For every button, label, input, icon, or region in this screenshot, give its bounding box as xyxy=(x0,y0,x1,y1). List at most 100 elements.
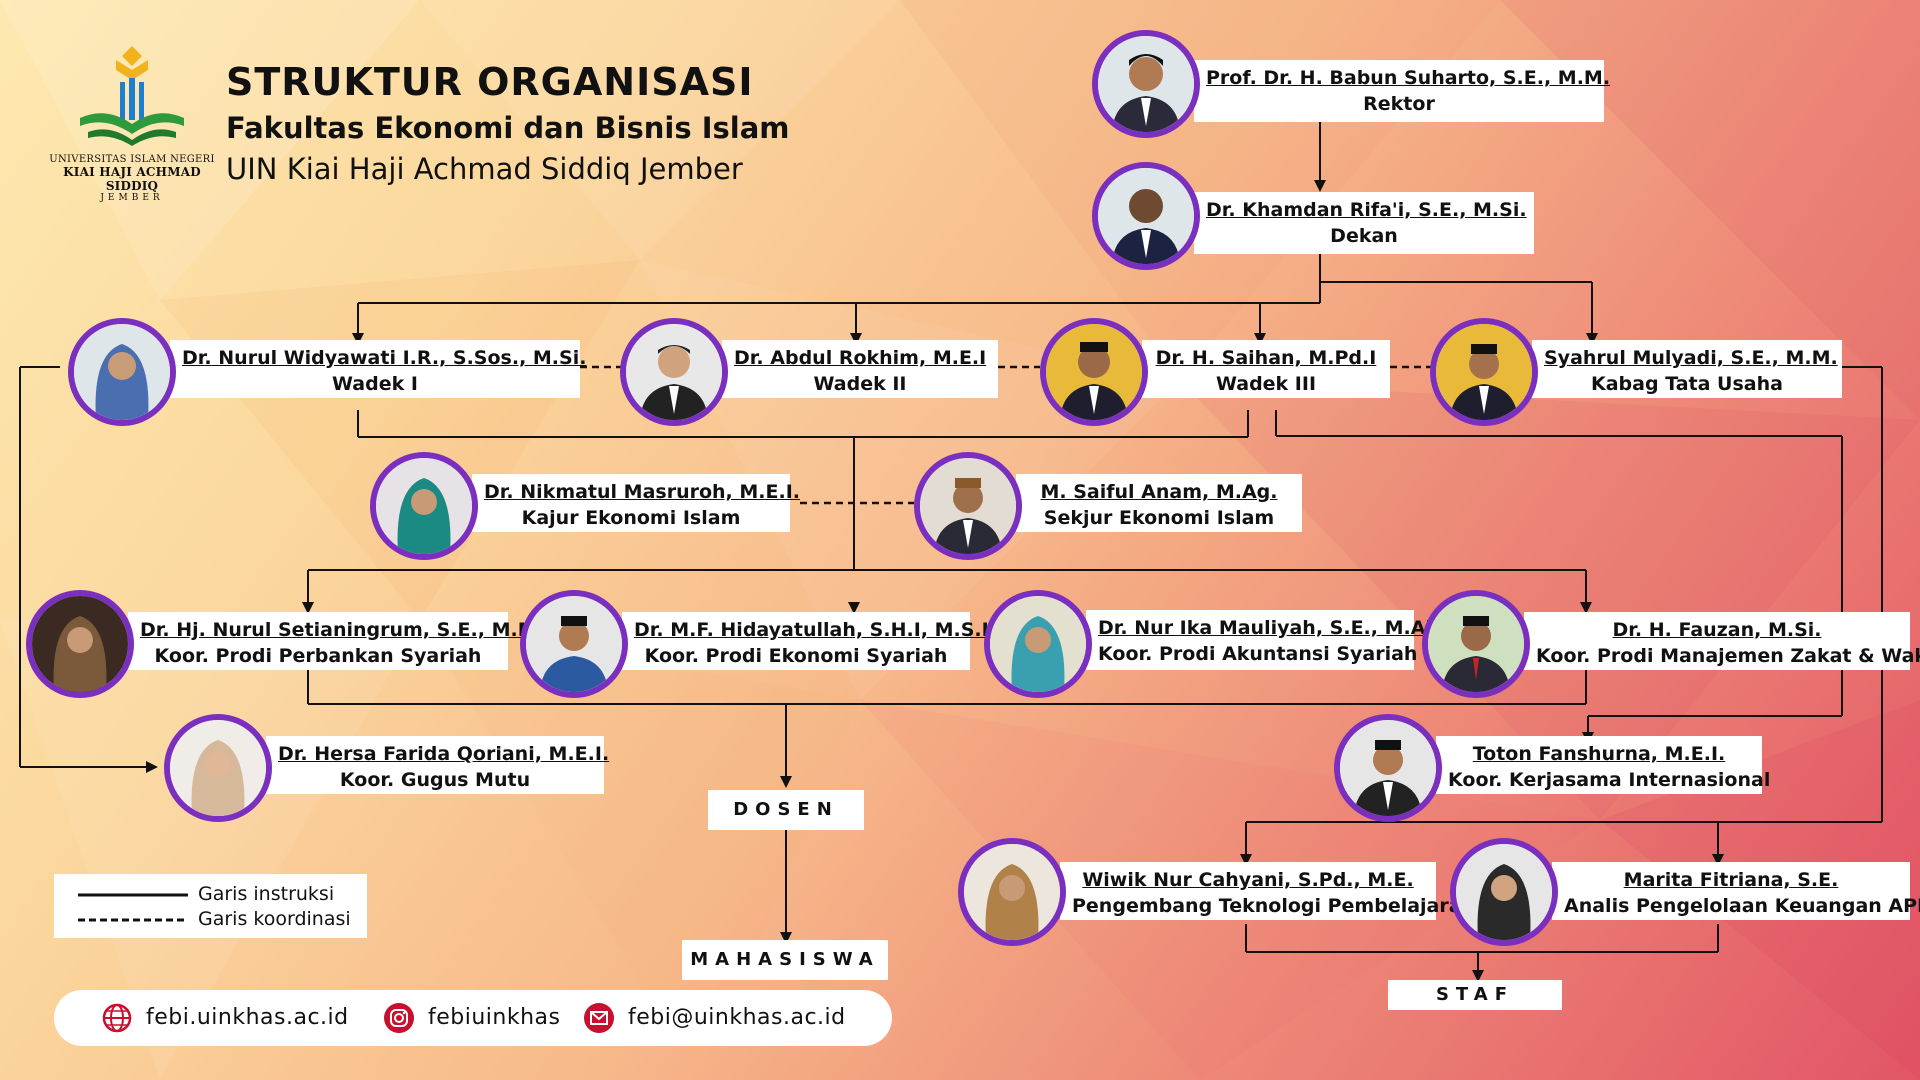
node-kajur-role: Kajur Ekonomi Islam xyxy=(521,507,741,529)
legend-coordination-label: Garis koordinasi xyxy=(198,908,351,930)
person-photo-icon xyxy=(526,596,622,692)
person-photo-icon xyxy=(1428,596,1524,692)
node-kki: Toton Fanshurna, M.E.I. Koor. Kerjasama … xyxy=(1436,736,1771,794)
person-photo-icon xyxy=(1098,168,1194,264)
person-photo-icon xyxy=(1340,720,1436,816)
photo-wadek3 xyxy=(1040,318,1148,426)
node-dekan-name: Dr. Khamdan Rifa'i, S.E., M.Si. xyxy=(1206,199,1527,221)
person-photo-icon xyxy=(170,720,266,816)
node-kps-role: Koor. Prodi Perbankan Syariah xyxy=(154,645,482,667)
node-kps: Dr. Hj. Nurul Setianingrum, S.E., M.M. K… xyxy=(128,612,544,670)
node-wadek2-role: Wadek II xyxy=(813,373,907,395)
photo-ptp xyxy=(958,838,1066,946)
node-kgm-name: Dr. Hersa Farida Qoriani, M.E.I. xyxy=(278,743,610,765)
node-rektor: Prof. Dr. H. Babun Suharto, S.E., M.M. R… xyxy=(1194,60,1611,122)
node-kes-name: Dr. M.F. Hidayatullah, S.H.I, M.S.I. xyxy=(634,619,996,641)
node-kmz: Dr. H. Fauzan, M.Si. Koor. Prodi Manajem… xyxy=(1524,612,1920,670)
instagram-icon xyxy=(384,1003,414,1033)
node-rektor-role: Rektor xyxy=(1363,93,1435,115)
node-ptp-name: Wiwik Nur Cahyani, S.Pd., M.E. xyxy=(1082,869,1414,891)
node-kmz-name: Dr. H. Fauzan, M.Si. xyxy=(1612,619,1822,641)
node-wadek1-role: Wadek I xyxy=(332,373,418,395)
person-photo-icon xyxy=(920,458,1016,554)
photo-kgm xyxy=(164,714,272,822)
person-photo-icon xyxy=(626,324,722,420)
node-kki-name: Toton Fanshurna, M.E.I. xyxy=(1472,743,1726,765)
person-photo-icon xyxy=(32,596,128,692)
node-wadek3-role: Wadek III xyxy=(1215,373,1317,395)
node-kas: Dr. Nur Ika Mauliyah, S.E., M.Ak. Koor. … xyxy=(1086,610,1445,670)
node-wadek1-name: Dr. Nurul Widyawati I.R., S.Sos., M.Si. xyxy=(182,347,587,369)
node-kas-role: Koor. Prodi Akuntansi Syariah xyxy=(1098,643,1418,665)
university-logo: UNIVERSITAS ISLAM NEGERI KIAI HAJI ACHMA… xyxy=(42,40,222,205)
photo-kmz xyxy=(1422,590,1530,698)
photo-rektor xyxy=(1092,30,1200,138)
contact-email-text: febi@uinkhas.ac.id xyxy=(628,1005,846,1030)
photo-kajur xyxy=(370,452,478,560)
node-kabag: Syahrul Mulyadi, S.E., M.M. Kabag Tata U… xyxy=(1532,340,1842,398)
node-ptp: Wiwik Nur Cahyani, S.Pd., M.E. Pengemban… xyxy=(1060,862,1476,920)
legend-coordination: Garis koordinasi xyxy=(78,907,351,931)
title-faculty: Fakultas Ekonomi dan Bisnis Islam xyxy=(226,111,790,145)
box-staf: STAF xyxy=(1388,980,1562,1010)
node-sekjur: M. Saiful Anam, M.Ag. Sekjur Ekonomi Isl… xyxy=(1016,474,1302,532)
node-apk: Marita Fitriana, S.E. Analis Pengelolaan… xyxy=(1552,862,1920,920)
mail-icon xyxy=(584,1003,614,1033)
photo-apk xyxy=(1450,838,1558,946)
node-ptp-role: Pengembang Teknologi Pembelajaran xyxy=(1072,895,1476,917)
node-wadek2-name: Dr. Abdul Rokhim, M.E.I xyxy=(734,347,987,369)
person-photo-icon xyxy=(1046,324,1142,420)
photo-wadek2 xyxy=(620,318,728,426)
node-kes-role: Koor. Prodi Ekonomi Syariah xyxy=(644,645,948,667)
photo-sekjur xyxy=(914,452,1022,560)
photo-wadek1 xyxy=(68,318,176,426)
node-kajur-name: Dr. Nikmatul Masruroh, M.E.I. xyxy=(484,481,800,503)
box-dosen: DOSEN xyxy=(708,790,864,830)
node-kabag-role: Kabag Tata Usaha xyxy=(1591,373,1783,395)
photo-kki xyxy=(1334,714,1442,822)
node-wadek1: Dr. Nurul Widyawati I.R., S.Sos., M.Si. … xyxy=(170,340,587,398)
node-kgm-role: Koor. Gugus Mutu xyxy=(339,769,531,791)
node-kmz-role: Koor. Prodi Manajemen Zakat & Wakaf xyxy=(1536,645,1920,667)
node-wadek2: Dr. Abdul Rokhim, M.E.I Wadek II xyxy=(722,340,998,398)
node-kabag-name: Syahrul Mulyadi, S.E., M.M. xyxy=(1544,347,1838,369)
node-kki-role: Koor. Kerjasama Internasional xyxy=(1448,769,1771,791)
node-wadek3: Dr. H. Saihan, M.Pd.I Wadek III xyxy=(1142,340,1390,398)
node-dekan-role: Dekan xyxy=(1330,225,1398,247)
logo-text-line1: UNIVERSITAS ISLAM NEGERI xyxy=(49,154,215,165)
node-kgm: Dr. Hersa Farida Qoriani, M.E.I. Koor. G… xyxy=(266,736,610,794)
node-sekjur-name: M. Saiful Anam, M.Ag. xyxy=(1040,481,1278,503)
node-kes: Dr. M.F. Hidayatullah, S.H.I, M.S.I. Koo… xyxy=(622,612,996,670)
legend: Garis instruksi Garis koordinasi xyxy=(54,874,367,938)
photo-kes xyxy=(520,590,628,698)
contact-website-text: febi.uinkhas.ac.id xyxy=(146,1005,349,1030)
contact-bar: febi.uinkhas.ac.id febiuinkhas febi@uink… xyxy=(54,990,892,1046)
photo-kps xyxy=(26,590,134,698)
person-photo-icon xyxy=(74,324,170,420)
person-photo-icon xyxy=(1436,324,1532,420)
solid-line-icon xyxy=(78,893,188,896)
contact-email[interactable]: febi@uinkhas.ac.id xyxy=(584,990,846,1046)
logo-text-line2: KIAI HAJI ACHMAD SIDDIQ xyxy=(63,165,201,193)
title-institution: UIN Kiai Haji Achmad Siddiq Jember xyxy=(226,152,743,186)
logo-text-line3: JEMBER xyxy=(100,193,164,203)
node-sekjur-role: Sekjur Ekonomi Islam xyxy=(1043,507,1275,529)
photo-kabag xyxy=(1430,318,1538,426)
person-photo-icon xyxy=(376,458,472,554)
legend-instruction-label: Garis instruksi xyxy=(198,883,335,905)
node-dekan: Dr. Khamdan Rifa'i, S.E., M.Si. Dekan xyxy=(1194,192,1534,254)
node-kps-name: Dr. Hj. Nurul Setianingrum, S.E., M.M. xyxy=(140,619,544,641)
logo-emblem-icon xyxy=(80,46,184,146)
person-photo-icon xyxy=(964,844,1060,940)
box-mahasiswa: MAHASISWA xyxy=(682,940,888,980)
node-rektor-name: Prof. Dr. H. Babun Suharto, S.E., M.M. xyxy=(1206,67,1611,89)
contact-instagram-text: febiuinkhas xyxy=(428,1005,561,1030)
page-title: STRUKTUR ORGANISASI Fakultas Ekonomi dan… xyxy=(226,58,790,190)
node-apk-role: Analis Pengelolaan Keuangan APBN xyxy=(1564,895,1920,917)
contact-instagram[interactable]: febiuinkhas xyxy=(384,990,560,1046)
contact-website[interactable]: febi.uinkhas.ac.id xyxy=(102,990,349,1046)
dashed-line-icon xyxy=(78,918,188,921)
photo-kas xyxy=(984,590,1092,698)
title-main: STRUKTUR ORGANISASI xyxy=(226,60,754,104)
person-photo-icon xyxy=(990,596,1086,692)
